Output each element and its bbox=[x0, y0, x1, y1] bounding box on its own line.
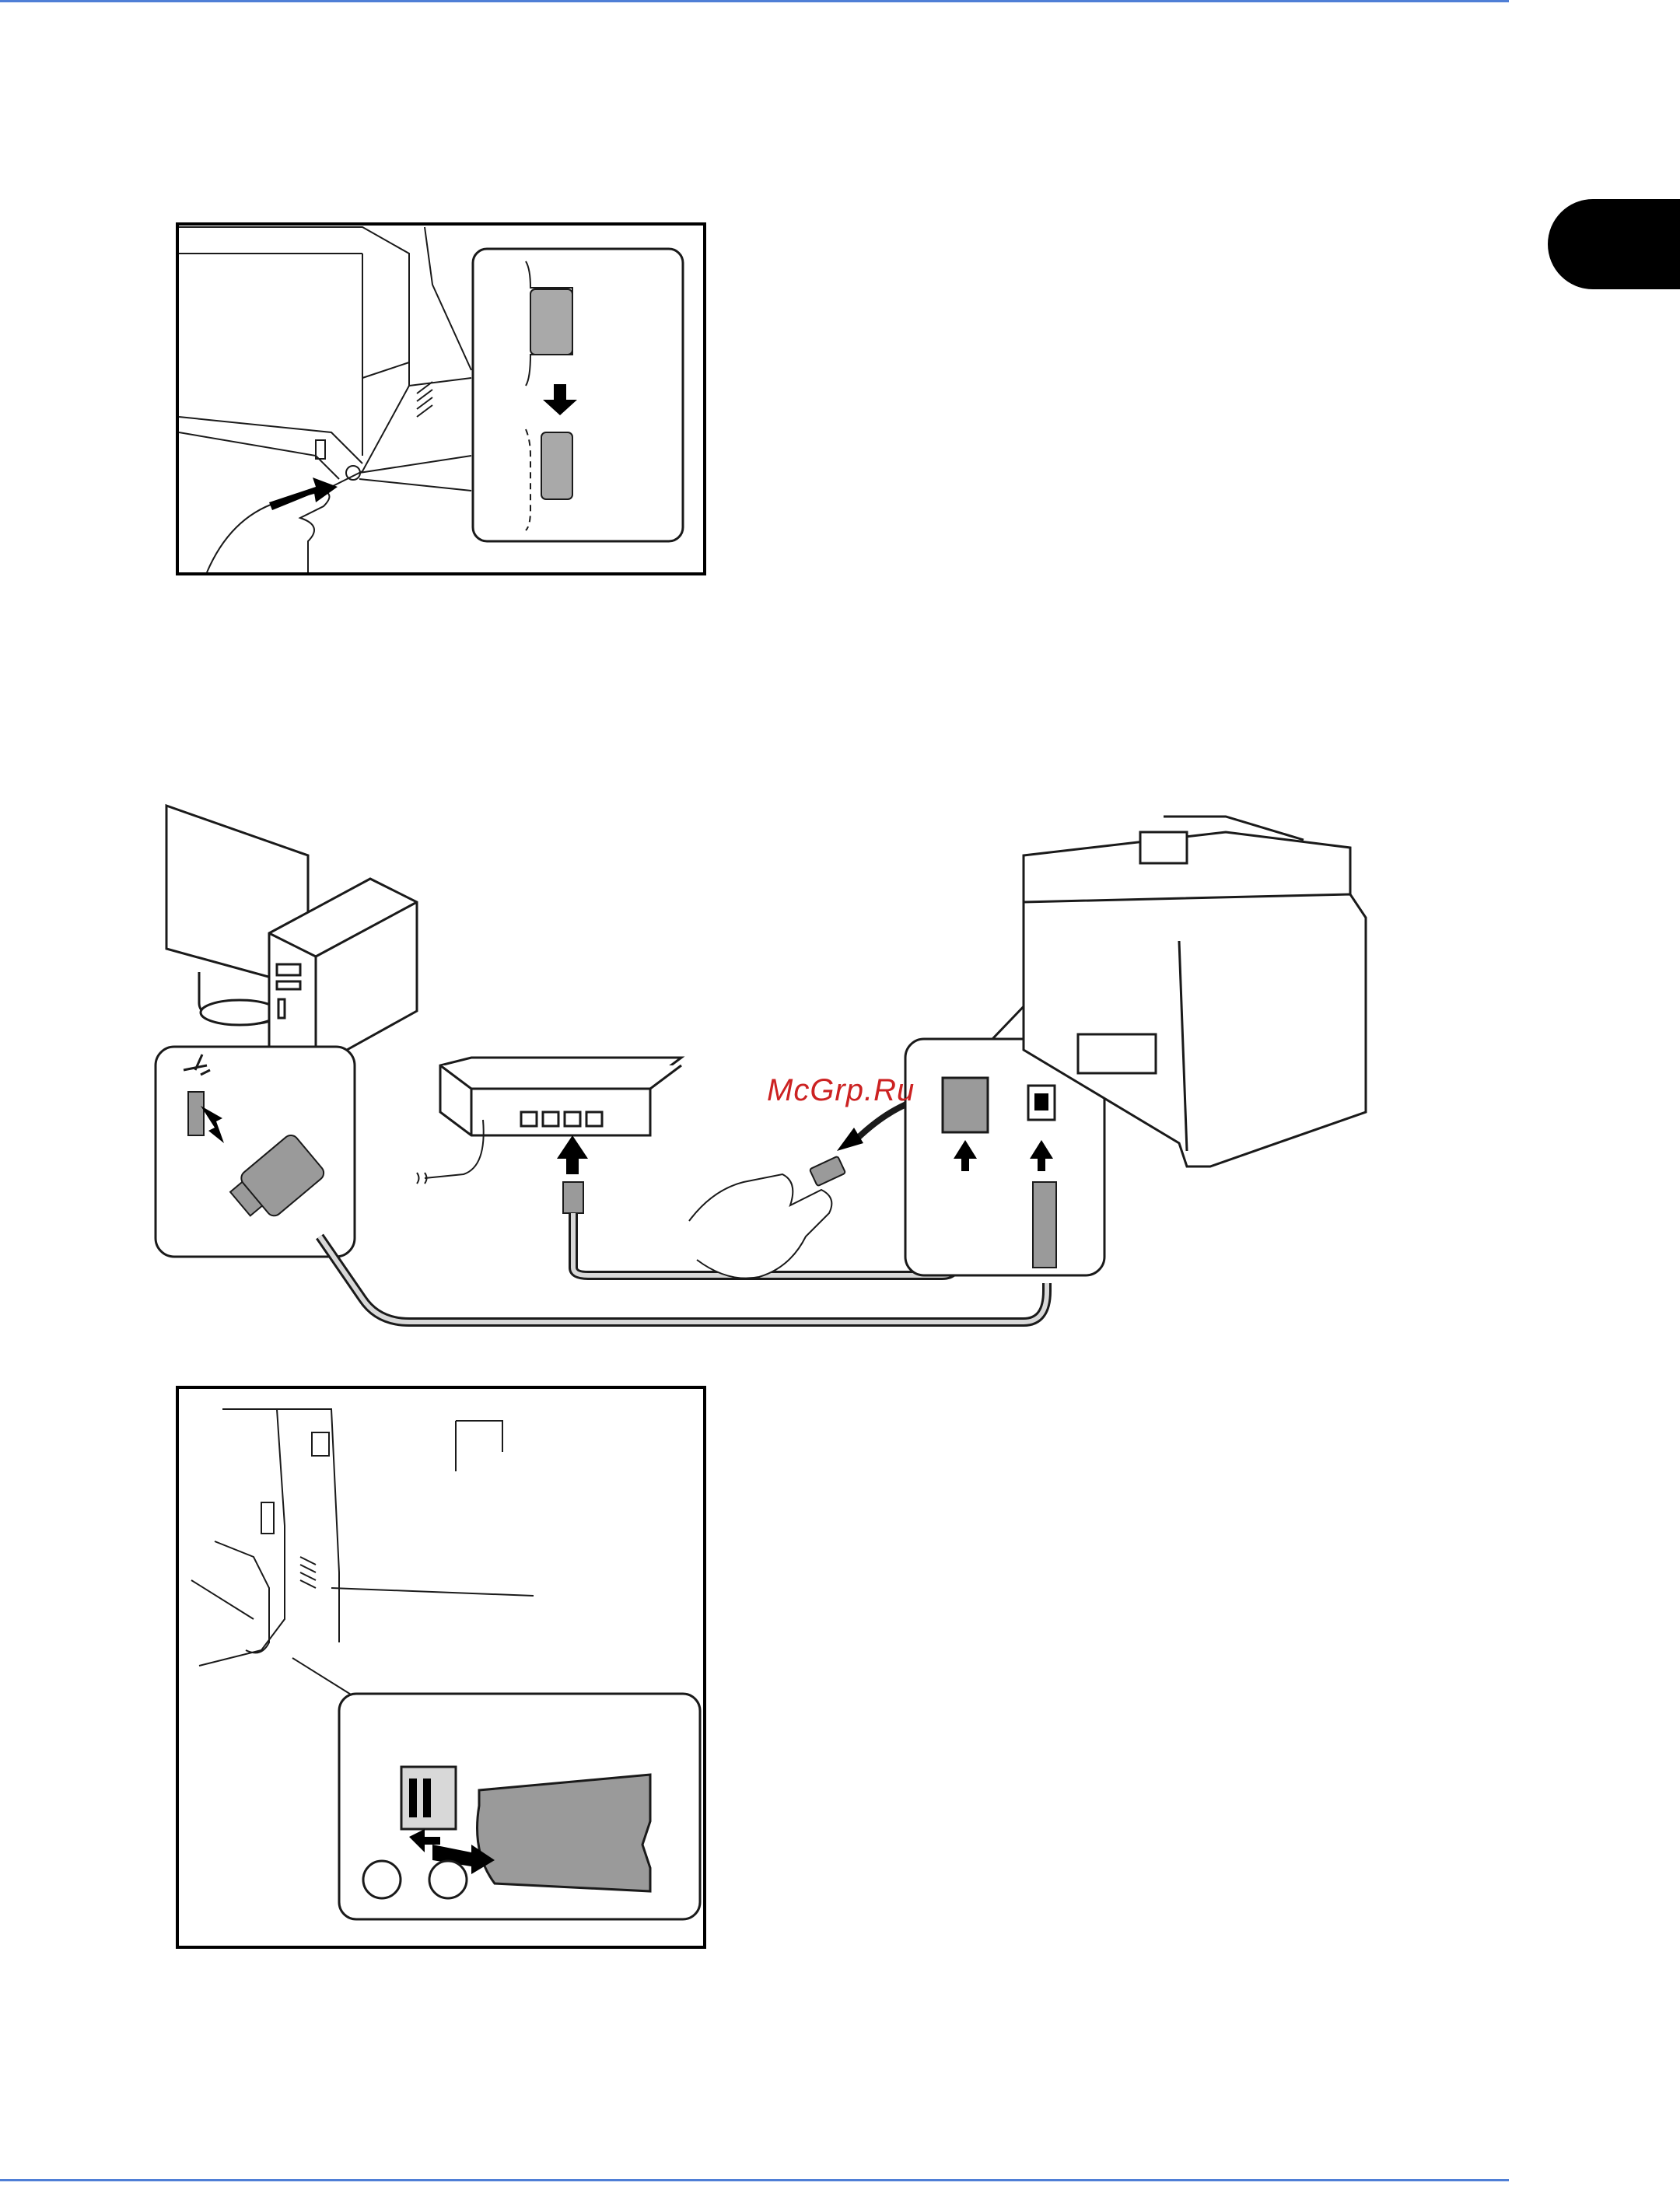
power-switch-figure bbox=[176, 222, 708, 577]
bottom-rule bbox=[0, 2179, 1509, 2181]
chapter-tab bbox=[1548, 199, 1680, 289]
watermark: McGrp.Ru bbox=[767, 1073, 915, 1108]
power-cord-figure bbox=[176, 1386, 708, 1950]
top-rule bbox=[0, 0, 1509, 2]
network-hub bbox=[440, 1058, 681, 1135]
